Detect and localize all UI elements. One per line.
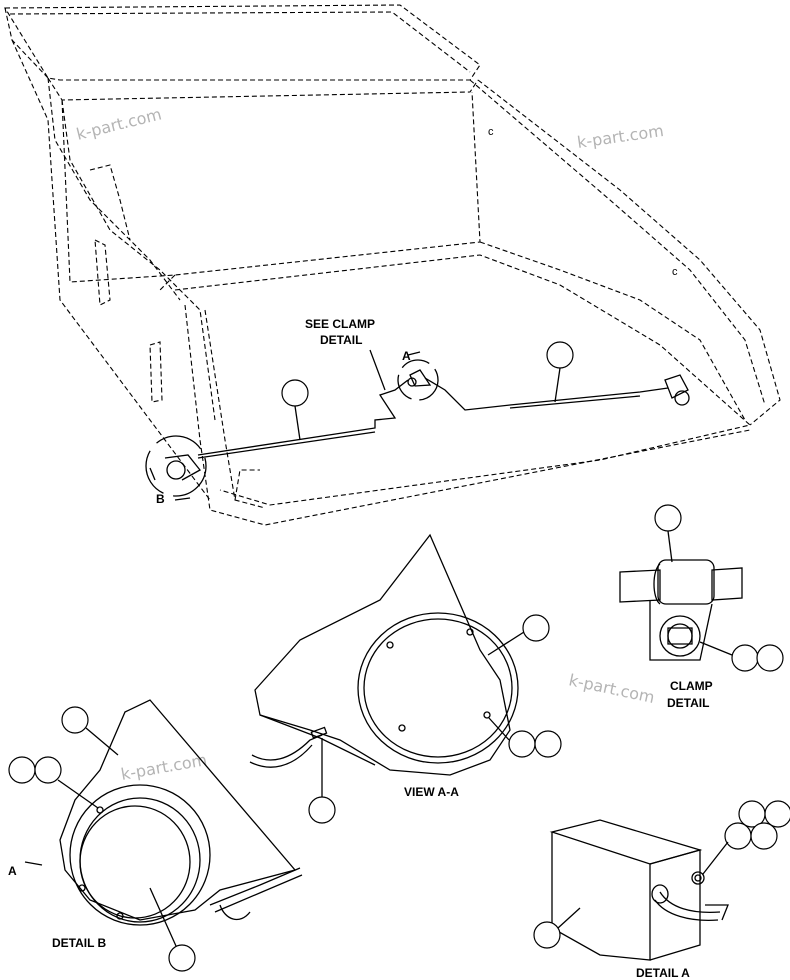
callout-bubble [34, 756, 62, 784]
callout-bubble [533, 921, 561, 949]
watermark-2: k-part.com [576, 121, 665, 152]
see-clamp-label-line2: DETAIL [320, 333, 362, 347]
clamp-detail: CLAMP DETAIL [619, 504, 784, 710]
rear-connector [664, 374, 690, 406]
detail-a: DETAIL A [533, 800, 790, 980]
callout-bubble [654, 504, 682, 532]
arrow-a-detail-label: A [8, 864, 17, 878]
watermark-3: k-part.com [567, 670, 656, 707]
callout-bubble [756, 644, 784, 672]
view-a-marker: A [397, 349, 439, 401]
mark-c-1: c [488, 126, 494, 138]
detail-b-marker: B [145, 435, 207, 506]
view-a-a: VIEW A-A [249, 533, 562, 824]
view-a-a-label: VIEW A-A [404, 785, 459, 799]
detail-b-label: DETAIL B [52, 936, 107, 950]
arrow-b-label: B [156, 492, 165, 506]
watermark-1: k-part.com [74, 104, 163, 144]
callout-bubble [522, 614, 550, 642]
harness-wire [197, 349, 669, 459]
arrow-a-label: A [402, 349, 411, 363]
callout-bubble [8, 756, 36, 784]
detail-b: A DETAIL B [8, 699, 303, 972]
callout-bubble [168, 944, 196, 972]
clamp-detail-label-line2: DETAIL [667, 696, 709, 710]
callout-bubble [750, 822, 778, 850]
see-clamp-label-line1: SEE CLAMP [305, 317, 375, 331]
callout-bubble [764, 800, 790, 828]
callout-bubble [546, 341, 574, 369]
callout-bubble [534, 730, 562, 758]
callout-bubble [61, 706, 89, 734]
callout-bubble [508, 730, 536, 758]
callout-bubble [308, 796, 336, 824]
watermarks: k-part.com k-part.com k-part.com k-part.… [74, 104, 664, 784]
vehicle-body-outline: c c [4, 4, 781, 526]
watermark-4: k-part.com [119, 750, 208, 784]
clamp-detail-label-line1: CLAMP [670, 679, 713, 693]
callout-bubble [731, 644, 759, 672]
detail-a-label: DETAIL A [636, 966, 690, 980]
callout-bubble [281, 379, 309, 407]
mark-c-2: c [672, 266, 678, 278]
callout-bubble [724, 822, 752, 850]
